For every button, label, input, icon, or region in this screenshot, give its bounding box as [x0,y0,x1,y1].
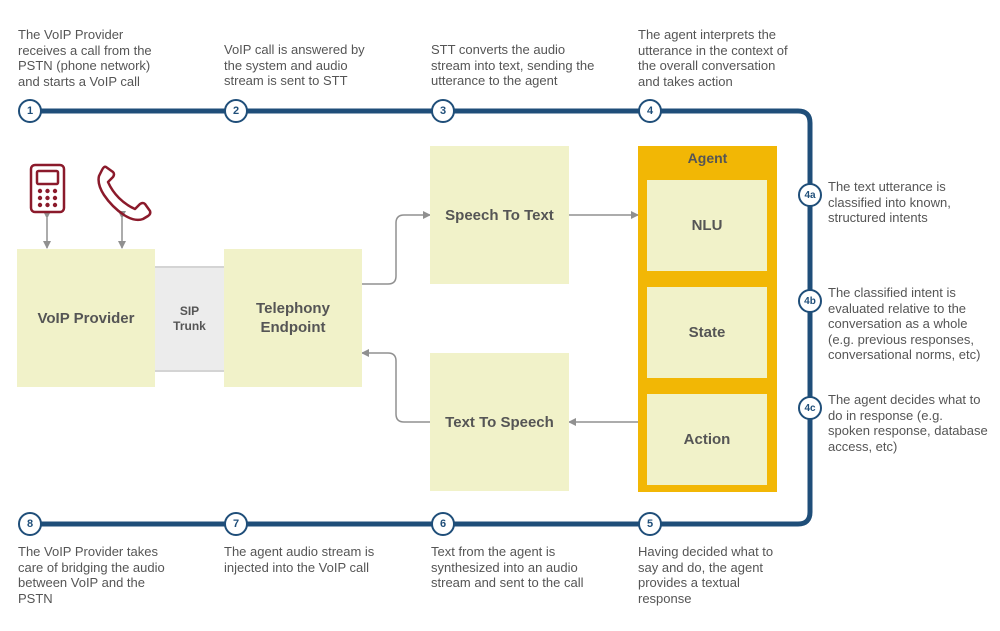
step-8-text: The VoIP Provider takes care of bridging… [18,544,165,606]
mobile-phone-icon [29,163,66,214]
endpoint-to-stt-arrow [362,211,431,285]
telephony-endpoint-box: Telephony Endpoint [224,249,362,387]
step-4-text: The agent interprets the utterance in th… [638,27,788,89]
step-4c-text: The agent decides what to do in response… [828,392,988,454]
step-1-text: The VoIP Provider receives a call from t… [18,27,152,89]
step-4a-badge: 4a [798,183,822,207]
step-4b-badge: 4b [798,289,822,313]
text-to-speech-box: Text To Speech [430,353,569,491]
agent-title: Agent [687,150,728,166]
state-box: State [647,287,767,378]
step-2-badge: 2 [224,99,248,123]
speech-to-text-box: Speech To Text [430,146,569,284]
action-box: Action [647,394,767,485]
step-1-badge: 1 [18,99,42,123]
process-track [27,108,813,527]
step-5-text: Having decided what to say and do, the a… [638,544,774,606]
step-5-badge: 5 [638,512,662,536]
step-8-badge: 8 [18,512,42,536]
sip-trunk: SIP Trunk [155,266,224,372]
step-6-text: Text from the agent is synthesized into … [431,544,584,590]
step-4c-badge: 4c [798,396,822,420]
step-7-badge: 7 [224,512,248,536]
nlu-box: NLU [647,180,767,271]
step-2-text: VoIP call is answered by the system and … [224,42,365,88]
step-4-badge: 4 [638,99,662,123]
sip-trunk-label: SIP Trunk [173,304,206,333]
step-3-badge: 3 [431,99,455,123]
telephony-endpoint-label: Telephony Endpoint [256,300,330,336]
voip-provider-box: VoIP Provider [17,249,155,387]
step-3-text: STT converts the audio stream into text,… [431,42,595,88]
step-7-text: The agent audio stream is injected into … [224,544,375,575]
step-4b-text: The classified intent is evaluated relat… [828,285,981,362]
step-6-badge: 6 [431,512,455,536]
tts-to-endpoint-arrow [361,349,430,423]
step-4a-text: The text utterance is classified into kn… [828,179,951,225]
telephone-handset-icon [97,165,152,222]
